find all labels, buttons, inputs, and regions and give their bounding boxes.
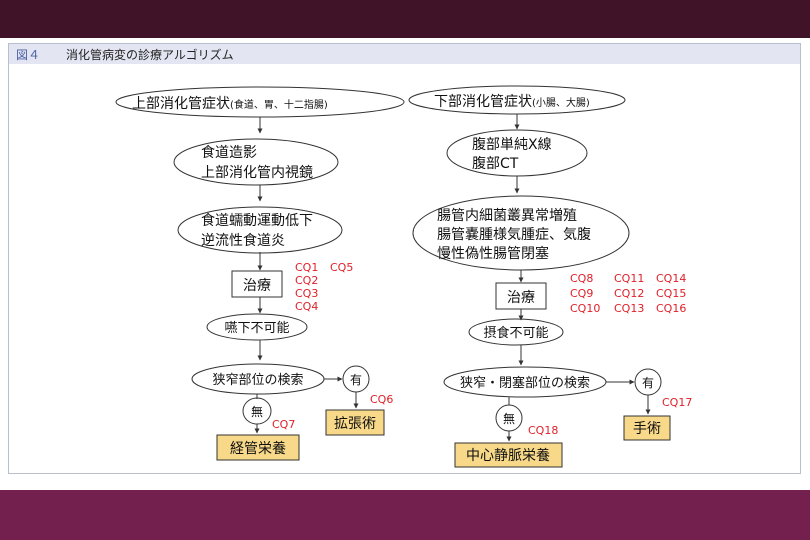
lower-findings-ellipse bbox=[412, 195, 630, 271]
upper-findings-ellipse bbox=[177, 206, 343, 254]
figure-panel: 図４ 消化管病変の診療アルゴリズム bbox=[8, 43, 801, 474]
upper-exam-ellipse bbox=[173, 138, 339, 186]
lower-cq-yes: CQ17 bbox=[662, 396, 692, 409]
lower-search-text: 狭窄・閉塞部位の検索 bbox=[460, 375, 590, 391]
upper-cq: CQ1 CQ5 CQ2 CQ3 CQ4 CQ6 CQ7 bbox=[272, 261, 393, 431]
lower-result-no-text: 中心静脈栄養 bbox=[466, 447, 550, 464]
lower-exam-line-1: 腹部単純X線 bbox=[472, 136, 552, 153]
figure-header: 図４ 消化管病変の診療アルゴリズム bbox=[9, 44, 800, 64]
upper-result-no-box bbox=[216, 434, 300, 461]
upper-flow bbox=[115, 86, 405, 461]
lower-cq: CQ8 CQ11 CQ14 CQ9 CQ12 CQ15 CQ10 CQ13 CQ… bbox=[528, 272, 692, 437]
lower-cq-13: CQ13 bbox=[614, 302, 644, 315]
upper-swallow-text: 嚥下不可能 bbox=[224, 321, 289, 336]
lower-cq-12: CQ12 bbox=[614, 287, 644, 300]
lower-cq-14: CQ14 bbox=[656, 272, 686, 285]
upper-start-text: 上部消化管症状(食道、胃、十二指腸) bbox=[132, 96, 328, 112]
upper-search-text: 狭窄部位の検索 bbox=[212, 372, 303, 388]
upper-yes-text: 有 bbox=[350, 373, 362, 387]
upper-result-yes-box bbox=[325, 409, 385, 436]
upper-cq-4: CQ4 bbox=[295, 300, 318, 313]
upper-no-circle bbox=[242, 397, 272, 425]
upper-search-ellipse bbox=[191, 363, 325, 395]
lower-cq-15: CQ15 bbox=[656, 287, 686, 300]
lower-no-circle bbox=[495, 404, 523, 432]
lower-start-text: 下部消化管症状(小腸、大腸) bbox=[434, 94, 590, 110]
upper-result-yes-text: 拡張術 bbox=[334, 416, 376, 432]
bottom-band bbox=[0, 490, 810, 540]
upper-no-text: 無 bbox=[251, 404, 263, 419]
lower-cq-16: CQ16 bbox=[656, 302, 686, 315]
lower-start-ellipse bbox=[408, 85, 626, 115]
figure-title: 消化管病変の診療アルゴリズム bbox=[66, 48, 234, 62]
upper-findings-line-2: 逆流性食道炎 bbox=[201, 232, 285, 249]
lower-cq-8: CQ8 bbox=[570, 272, 593, 285]
lower-cq-no: CQ18 bbox=[528, 424, 558, 437]
lower-yes-text: 有 bbox=[642, 376, 654, 390]
lower-exam-line-2: 腹部CT bbox=[472, 155, 519, 172]
upper-findings-line-1: 食道蠕動運動低下 bbox=[201, 212, 313, 229]
upper-start-ellipse bbox=[115, 86, 405, 118]
lower-yes-circle bbox=[634, 368, 662, 396]
algorithm-diagram: 上部消化管症状(食道、胃、十二指腸) 食道造影 上部消化管内視鏡 食道蠕動運動低… bbox=[115, 85, 692, 468]
lower-intake-ellipse bbox=[468, 318, 564, 346]
lower-no-text: 無 bbox=[503, 411, 515, 426]
upper-cq-3: CQ3 bbox=[295, 287, 318, 300]
upper-cq-5: CQ5 bbox=[330, 261, 353, 274]
upper-treatment-box bbox=[231, 270, 283, 298]
upper-treatment-text: 治療 bbox=[243, 277, 271, 294]
upper-text: 上部消化管症状(食道、胃、十二指腸) 食道造影 上部消化管内視鏡 食道蠕動運動低… bbox=[132, 96, 376, 457]
lower-exam-ellipse bbox=[446, 129, 588, 177]
top-band bbox=[0, 0, 810, 38]
figure-label: 図４ bbox=[16, 48, 41, 62]
lower-findings-line-1: 腸管内細菌叢異常増殖 bbox=[437, 207, 577, 224]
lower-result-no-box bbox=[454, 442, 563, 468]
lower-findings-line-2: 腸管嚢腫様気腫症、気腹 bbox=[437, 226, 591, 243]
lower-cq-10: CQ10 bbox=[570, 302, 600, 315]
lower-treatment-box bbox=[495, 282, 547, 310]
upper-exam-line-1: 食道造影 bbox=[201, 144, 257, 161]
lower-cq-9: CQ9 bbox=[570, 287, 593, 300]
upper-cq-no: CQ7 bbox=[272, 418, 295, 431]
lower-result-yes-box bbox=[623, 415, 671, 441]
upper-cq-1: CQ1 bbox=[295, 261, 318, 274]
upper-result-no-text: 経管栄養 bbox=[230, 440, 286, 457]
lower-cq-11: CQ11 bbox=[614, 272, 644, 285]
lower-intake-text: 摂食不可能 bbox=[483, 325, 548, 341]
lower-findings-line-3: 慢性偽性腸管閉塞 bbox=[437, 245, 549, 262]
lower-flow bbox=[408, 85, 671, 468]
upper-yes-circle bbox=[342, 365, 370, 393]
lower-search-ellipse bbox=[443, 366, 607, 398]
upper-swallow-ellipse bbox=[206, 313, 308, 341]
lower-result-yes-text: 手術 bbox=[633, 421, 661, 437]
lower-treatment-text: 治療 bbox=[507, 289, 535, 306]
upper-exam-line-2: 上部消化管内視鏡 bbox=[201, 165, 313, 181]
lower-text: 下部消化管症状(小腸、大腸) 腹部単純X線 腹部CT 腸管内細菌叢異常増殖 腸管… bbox=[434, 94, 661, 464]
upper-cq-2: CQ2 bbox=[295, 274, 318, 287]
upper-cq-yes: CQ6 bbox=[370, 393, 393, 406]
